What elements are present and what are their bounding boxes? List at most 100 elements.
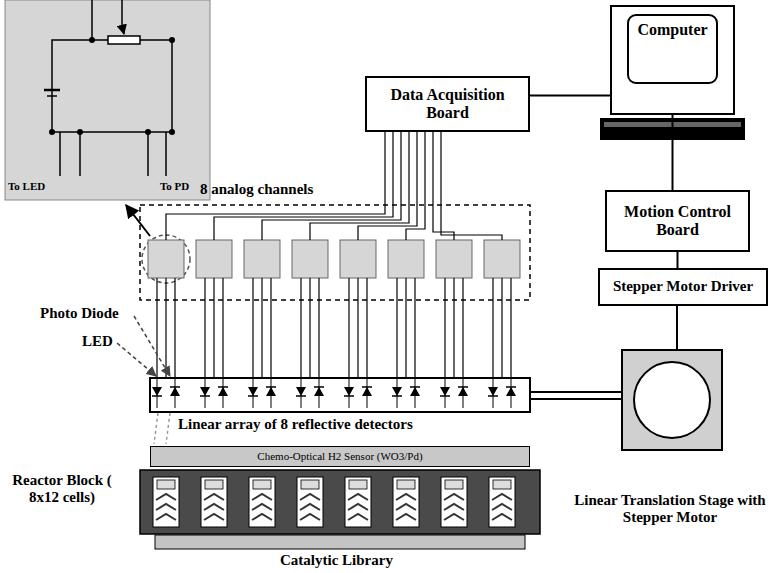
detector-wire: [309, 278, 310, 378]
detector-wire: [492, 278, 493, 378]
diode-bar: [314, 386, 324, 388]
catalyst-bed: [396, 504, 416, 510]
inset-panel: [5, 0, 210, 200]
detector-wire: [165, 278, 166, 378]
catalyst-bed: [444, 514, 464, 520]
led-symbol: [392, 387, 402, 396]
text-label: To LED: [8, 180, 45, 193]
text-label: Reactor Block ( 8x12 cells): [6, 472, 118, 507]
catalyst-bed: [252, 494, 272, 500]
catalyst-bed: [396, 514, 416, 520]
diode-bar: [362, 386, 372, 388]
diode-bar: [392, 395, 402, 397]
diode-bar: [488, 395, 498, 397]
catalyst-bed: [492, 514, 512, 520]
lead: [59, 132, 61, 176]
led-symbol: [440, 387, 450, 396]
translation-rod: [530, 398, 622, 400]
detector-wire: [348, 278, 349, 378]
resistor-symbol: [108, 36, 140, 44]
diode-bar: [440, 395, 450, 397]
text-label: Linear array of 8 reflective detectors: [178, 416, 413, 433]
detector-array-bar: [150, 378, 530, 412]
diode-bar: [248, 395, 258, 397]
reactor-cell: [489, 477, 515, 527]
inset-circuit: [44, 0, 172, 176]
signal-wire: [310, 132, 409, 240]
channel-box: [244, 240, 280, 278]
catalyst-bed: [204, 514, 224, 520]
detector-wire: [444, 278, 445, 378]
detector-wire: [396, 278, 397, 378]
wire: [121, 0, 123, 26]
signal-wire: [166, 132, 385, 240]
detector-wire: [270, 278, 271, 378]
wiper-arrow: [122, 26, 124, 34]
led-symbol: [296, 387, 306, 396]
catalyst-bed: [300, 504, 320, 510]
detector-wire: [357, 278, 358, 378]
detector-wire: [453, 278, 454, 378]
junction-dots: [49, 37, 175, 135]
reactor-cell: [345, 477, 371, 527]
lead: [79, 132, 81, 176]
channel-box: [340, 240, 376, 278]
detector-wire: [261, 278, 262, 378]
cell-cap: [493, 480, 511, 489]
cell-cap: [445, 480, 463, 489]
led-symbol: [344, 387, 354, 396]
channel-box: [388, 240, 424, 278]
connector-line: [672, 115, 674, 190]
text-label: Photo Diode: [40, 305, 119, 322]
highlight-circle: [142, 235, 190, 283]
reactor-cell: [393, 477, 419, 527]
junction-dot: [169, 129, 175, 135]
reactor-cell: [441, 477, 467, 527]
channel-box: [148, 240, 184, 278]
detector-wire: [204, 278, 205, 378]
photodiode-symbol: [314, 387, 324, 396]
channel-box: [292, 240, 328, 278]
photodiode-symbol: [218, 387, 228, 396]
process-box: Data Acquisition Board: [365, 76, 530, 132]
reactor-cell: [153, 477, 179, 527]
catalytic-library-plate: [155, 535, 525, 549]
node-text: Data Acquisition Board: [373, 86, 522, 123]
signal-wire: [433, 132, 454, 240]
channel-box: [196, 240, 232, 278]
detector-wire: [156, 278, 157, 378]
catalyst-bed: [204, 504, 224, 510]
cell-cap: [157, 480, 175, 489]
junction-dot: [77, 129, 83, 135]
text-label: Catalytic Library: [280, 552, 393, 569]
lead: [147, 132, 149, 176]
diode-bar: [170, 386, 180, 388]
motor-cable: [676, 306, 678, 350]
junction-dot: [169, 37, 175, 43]
led-symbol: [488, 387, 498, 396]
signal-wire: [406, 132, 425, 240]
diode-bar: [266, 386, 276, 388]
diode-symbols: [152, 378, 516, 408]
junction-dot: [145, 129, 151, 135]
node-text: Motion Control Board: [613, 203, 742, 240]
lead: [165, 132, 167, 176]
inset-pointer: [126, 205, 150, 236]
cell-cap: [301, 480, 319, 489]
text-label: Linear Translation Stage with Stepper Mo…: [572, 492, 768, 527]
text-label: 8 analog channels: [200, 181, 313, 198]
computer-box: Computer: [610, 5, 735, 115]
monitor-screen: [628, 15, 717, 83]
detector-wire: [414, 278, 415, 378]
battery-symbol: [44, 89, 60, 92]
light-path: [166, 413, 170, 444]
photodiode-symbol: [410, 387, 420, 396]
wire: [91, 0, 93, 40]
leader-line: [117, 343, 156, 376]
catalyst-bed: [252, 514, 272, 520]
detector-wire: [318, 278, 319, 378]
detector-wire: [462, 278, 463, 378]
catalyst-bed: [252, 504, 272, 510]
diode-bar: [296, 395, 306, 397]
